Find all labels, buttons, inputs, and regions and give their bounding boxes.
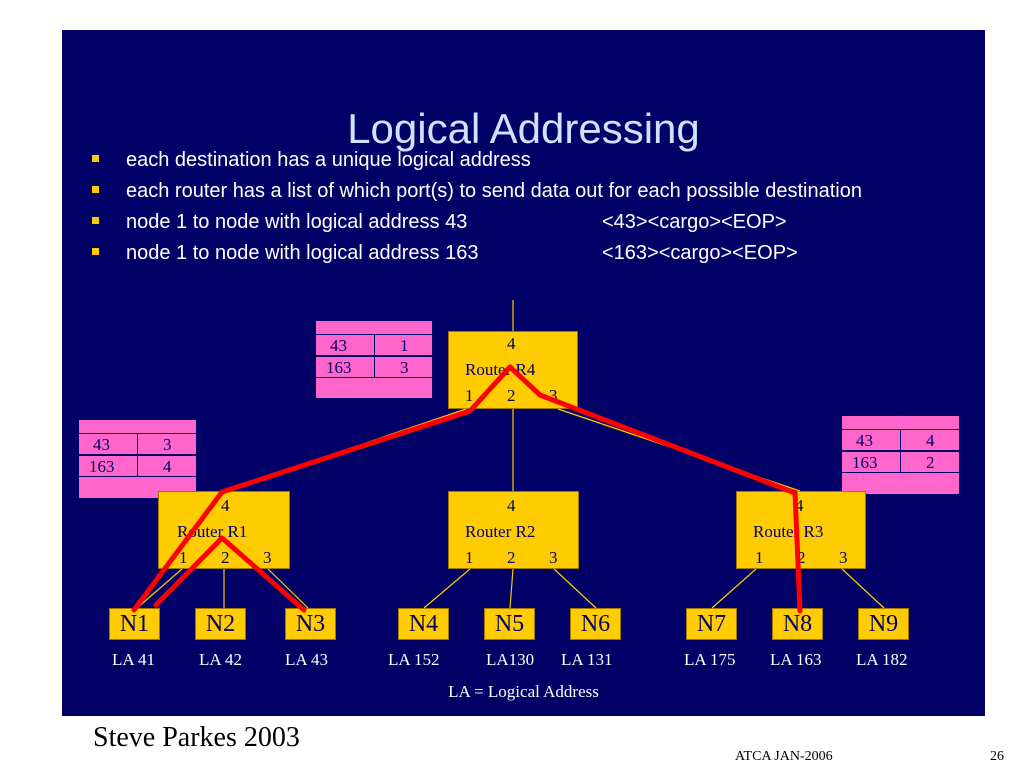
- table-cell: 4: [163, 457, 172, 476]
- node-n6: N6: [570, 608, 621, 640]
- router-port-label: 2: [507, 386, 516, 405]
- node-n8: N8: [772, 608, 823, 640]
- link-r2-n6: [553, 568, 597, 609]
- table-cell: 3: [163, 435, 172, 454]
- logical-address-label: LA 42: [199, 650, 242, 669]
- diagram-legend: LA = Logical Address: [448, 682, 599, 701]
- route-path-la163: [507, 364, 803, 614]
- bullet-square-icon: [92, 217, 99, 224]
- table-row: 43 1: [316, 334, 432, 356]
- link-r1-n1: [136, 568, 183, 609]
- link-r1-n3: [267, 568, 309, 609]
- router-port-label: 1: [755, 548, 764, 567]
- node-n1: N1: [109, 608, 160, 640]
- bullet-text: each destination has a unique logical ad…: [126, 149, 531, 171]
- bullet-list: each destination has a unique logical ad…: [88, 148, 968, 272]
- router-port-label: 4: [507, 496, 516, 515]
- router-port-label: 2: [797, 548, 806, 567]
- bullet-packet: <43><cargo><EOP>: [602, 211, 787, 233]
- table-row: 43 3: [79, 433, 196, 455]
- link-r2-n4: [423, 568, 471, 609]
- table-row: 43 4: [842, 429, 959, 451]
- router-port-label: 3: [839, 548, 848, 567]
- node-n2: N2: [195, 608, 246, 640]
- router-port-label: 4: [795, 496, 804, 515]
- table-cell: 163: [326, 358, 352, 377]
- table-cell: 1: [400, 336, 409, 355]
- table-cell: 163: [89, 457, 115, 476]
- router-port-label: 4: [507, 334, 516, 353]
- table-row: 163 2: [842, 451, 959, 473]
- logical-address-label: LA 131: [561, 650, 613, 669]
- bullet-item: node 1 to node with logical address 163 <…: [88, 241, 968, 265]
- network-links: [131, 300, 885, 614]
- router-port-label: 3: [263, 548, 272, 567]
- table-cell: 43: [93, 435, 110, 454]
- node-n5: N5: [484, 608, 535, 640]
- slide-title: Logical Addressing: [347, 105, 700, 152]
- link-r2-n5: [509, 568, 514, 609]
- route-path-la43-r1: [153, 535, 307, 613]
- logical-address-label: LA 182: [856, 650, 908, 669]
- router-port-label: 3: [549, 548, 558, 567]
- bullet-packet: <163><cargo><EOP>: [602, 242, 798, 264]
- router-port-label: 1: [465, 548, 474, 567]
- node-n3: N3: [285, 608, 336, 640]
- bullet-text: each router has a list of which port(s) …: [126, 180, 862, 202]
- table-cell: 4: [926, 431, 935, 450]
- bullet-item: each destination has a unique logical ad…: [88, 148, 968, 172]
- router-port-label: 2: [507, 548, 516, 567]
- routing-table-r1: 43 3 163 4: [79, 420, 196, 498]
- bullet-square-icon: [92, 155, 99, 162]
- table-cell: 43: [856, 431, 873, 450]
- table-cell: 163: [852, 453, 878, 472]
- footer-event: ATCA JAN-2006: [735, 749, 833, 764]
- page-number: 26: [990, 749, 1004, 764]
- router-r2: 4 Router R2 1 2 3: [448, 491, 579, 569]
- router-port-label: 1: [465, 386, 474, 405]
- bullet-item: node 1 to node with logical address 43 <4…: [88, 210, 968, 234]
- logical-address-label: LA 41: [112, 650, 155, 669]
- logical-address-label: LA 43: [285, 650, 328, 669]
- bullet-square-icon: [92, 248, 99, 255]
- bullet-text: node 1 to node with logical address 43: [126, 211, 468, 233]
- logical-address-label: LA 175: [684, 650, 736, 669]
- node-n9: N9: [858, 608, 909, 640]
- bullet-item: each router has a list of which port(s) …: [88, 179, 968, 203]
- router-port-label: 4: [221, 496, 230, 515]
- table-row: 163 3: [316, 356, 432, 378]
- router-port-label: 1: [179, 548, 188, 567]
- logical-address-label: LA130: [486, 650, 535, 669]
- link-r3-n9: [841, 568, 885, 609]
- bullet-text: node 1 to node with logical address 163: [126, 242, 479, 264]
- table-cell: 3: [400, 358, 409, 377]
- slide-canvas: Logical Addressing each destination has …: [62, 30, 985, 716]
- route-path-la43: [131, 364, 513, 613]
- table-row: 163 4: [79, 455, 196, 477]
- logical-address-label: LA 152: [388, 650, 440, 669]
- link-r3-n7: [711, 568, 757, 609]
- author-credit: Steve Parkes 2003: [93, 722, 300, 753]
- logical-address-label: LA 163: [770, 650, 822, 669]
- node-n7: N7: [686, 608, 737, 640]
- bullet-square-icon: [92, 186, 99, 193]
- router-port-label: 3: [549, 386, 558, 405]
- router-label: Router R3: [753, 522, 824, 541]
- routing-table-r4: 43 1 163 3: [316, 321, 432, 398]
- router-label: Router R2: [465, 522, 536, 541]
- routing-table-r3: 43 4 163 2: [842, 416, 959, 494]
- router-port-label: 2: [221, 548, 230, 567]
- table-cell: 2: [926, 453, 935, 472]
- router-r3: 4 Router R3 1 2 3: [736, 491, 866, 569]
- table-cell: 43: [330, 336, 347, 355]
- node-n4: N4: [398, 608, 449, 640]
